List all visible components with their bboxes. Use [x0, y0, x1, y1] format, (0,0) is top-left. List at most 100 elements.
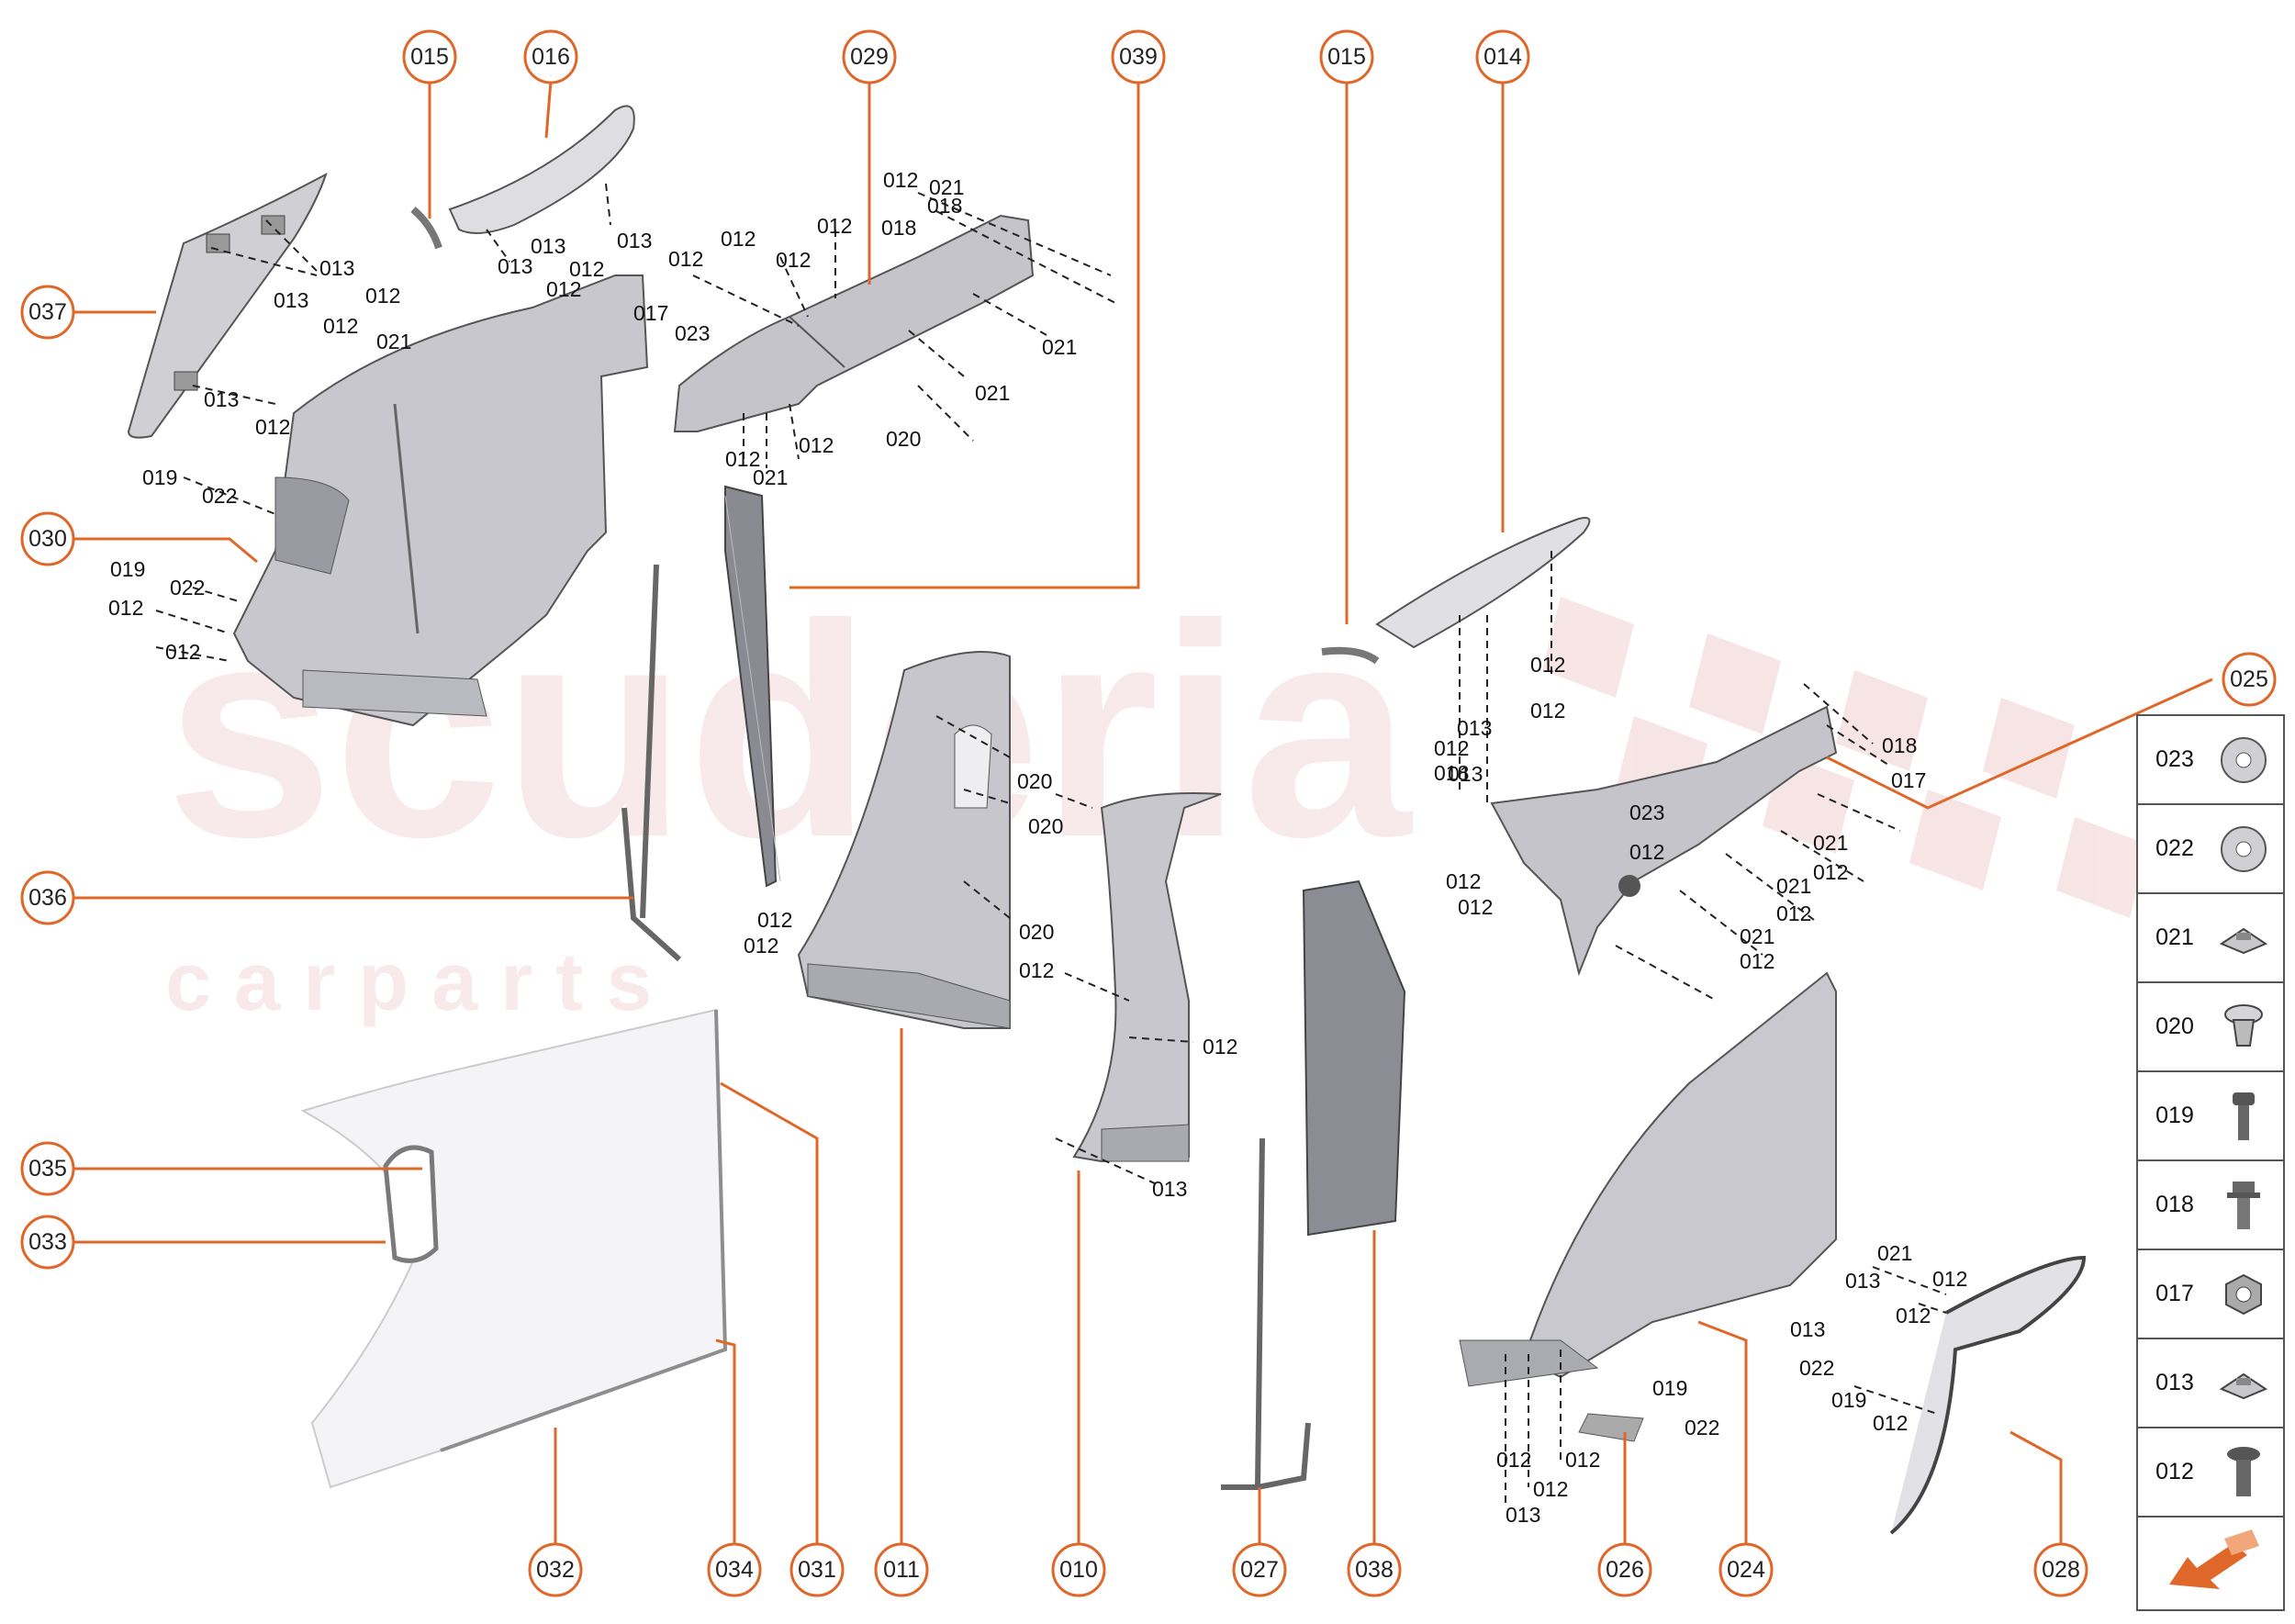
fastener-label-012: 012: [255, 415, 290, 439]
fastener-label-012: 012: [569, 257, 604, 281]
svg-text:036: 036: [28, 885, 67, 911]
svg-text:028: 028: [2042, 1557, 2080, 1583]
callout-026[interactable]: 026: [1597, 1542, 1652, 1597]
part-037-panel: [127, 172, 328, 439]
fastener-label-018: 018: [1882, 734, 1917, 757]
legend-code: 019: [2155, 1103, 2194, 1128]
callout-014[interactable]: 014: [1475, 29, 1530, 84]
fastener-label-012: 012: [1629, 840, 1664, 864]
fastener-label-022: 022: [1685, 1416, 1719, 1439]
part-016-trim: [448, 105, 635, 234]
fastener-label-012: 012: [1530, 699, 1565, 722]
svg-text:014: 014: [1483, 44, 1522, 70]
fastener-label-021: 021: [1042, 335, 1077, 359]
svg-text:016: 016: [532, 44, 570, 70]
callout-029[interactable]: 029: [842, 29, 897, 84]
fastener-label-012: 012: [721, 227, 756, 251]
callout-038[interactable]: 038: [1347, 1542, 1402, 1597]
fastener-label-012: 012: [323, 314, 358, 338]
svg-text:026: 026: [1606, 1557, 1644, 1583]
legend-code: 012: [2155, 1459, 2194, 1484]
callout-036[interactable]: 036: [20, 870, 75, 925]
back-navigation-button[interactable]: [2138, 1518, 2283, 1609]
fastener-label-013: 013: [319, 256, 354, 280]
svg-text:034: 034: [715, 1557, 754, 1583]
legend-item-022[interactable]: 022: [2138, 805, 2283, 894]
fastener-label-020: 020: [886, 427, 921, 451]
legend-item-017[interactable]: 017: [2138, 1250, 2283, 1339]
fastener-label-013: 013: [1152, 1177, 1187, 1201]
fastener-label-021: 021: [1776, 874, 1811, 898]
leader-lines: [66, 80, 2213, 1547]
fastener-label-013: 013: [1790, 1317, 1825, 1341]
fastener-label-019: 019: [1652, 1376, 1687, 1400]
legend-item-012[interactable]: 012: [2138, 1428, 2283, 1518]
fastener-label-012: 012: [1530, 653, 1565, 677]
part-024-panel: [1459, 971, 1837, 1387]
callout-015[interactable]: 015: [402, 29, 457, 84]
svg-text:029: 029: [850, 44, 889, 70]
fastener-label-023: 023: [1629, 801, 1664, 824]
fastener-label-013: 013: [1448, 762, 1483, 786]
washer-icon: [2211, 817, 2276, 881]
callout-039[interactable]: 039: [1111, 29, 1166, 84]
callout-025[interactable]: 025: [2222, 652, 2277, 707]
fastener-label-021: 021: [1877, 1241, 1912, 1265]
legend-code: 022: [2155, 835, 2194, 861]
legend-item-013[interactable]: 013: [2138, 1339, 2283, 1428]
svg-text:032: 032: [536, 1557, 575, 1583]
part-011-pillar: [797, 651, 1011, 1029]
fastener-label-021: 021: [975, 381, 1010, 405]
callout-033[interactable]: 033: [20, 1215, 75, 1270]
callout-031[interactable]: 031: [789, 1542, 845, 1597]
fastener-label-021: 021: [1740, 924, 1774, 948]
fastener-label-012: 012: [776, 248, 811, 272]
svg-text:024: 024: [1727, 1557, 1765, 1583]
fastener-label-013: 013: [1506, 1503, 1540, 1527]
callout-032[interactable]: 032: [528, 1542, 583, 1597]
fastener-label-012: 012: [757, 908, 792, 932]
fastener-label-012: 012: [1533, 1477, 1568, 1501]
legend-item-021[interactable]: 021: [2138, 894, 2283, 983]
callout-015[interactable]: 015: [1319, 29, 1374, 84]
bolt-icon: [2211, 1440, 2276, 1505]
callout-028[interactable]: 028: [2033, 1542, 2088, 1597]
callout-010[interactable]: 010: [1051, 1542, 1106, 1597]
legend-item-020[interactable]: 020: [2138, 983, 2283, 1072]
fastener-label-012: 012: [1434, 736, 1469, 760]
fastener-label-019: 019: [1831, 1388, 1866, 1412]
part-028-seal: [1889, 1255, 2087, 1535]
svg-text:027: 027: [1240, 1557, 1279, 1583]
fastener-label-012: 012: [1496, 1448, 1531, 1472]
fastener-label-012: 012: [883, 168, 918, 192]
fastener-label-012: 012: [799, 433, 834, 457]
callout-030[interactable]: 030: [20, 511, 75, 566]
callout-027[interactable]: 027: [1232, 1542, 1287, 1597]
svg-text:015: 015: [410, 44, 449, 70]
legend-code: 023: [2155, 746, 2194, 772]
callout-037[interactable]: 037: [20, 285, 75, 340]
part-031-door-panel: [300, 1008, 728, 1489]
legend-item-023[interactable]: 023: [2138, 716, 2283, 805]
washer-icon: [2211, 728, 2276, 792]
legend-item-018[interactable]: 018: [2138, 1161, 2283, 1250]
callout-034[interactable]: 034: [707, 1542, 762, 1597]
fastener-label-012: 012: [1873, 1411, 1908, 1435]
fastener-label-012: 012: [1740, 949, 1774, 973]
callout-035[interactable]: 035: [20, 1141, 75, 1196]
legend-item-019[interactable]: 019: [2138, 1072, 2283, 1161]
callout-024[interactable]: 024: [1718, 1542, 1774, 1597]
watermark-sub: c a r p a r t s: [165, 936, 652, 1028]
fastener-label-013: 013: [498, 254, 532, 278]
callout-011[interactable]: 011: [874, 1542, 929, 1597]
svg-text:011: 011: [883, 1557, 920, 1583]
fastener-label-013: 013: [1457, 716, 1492, 740]
part-010-pillar: [1072, 792, 1222, 1163]
svg-text:033: 033: [28, 1229, 67, 1255]
fastener-label-012: 012: [165, 640, 200, 664]
clip-icon: [2211, 906, 2276, 970]
callouts: 037 015 016 029 039 015 014 025 030 036 …: [20, 29, 2277, 1597]
fastener-label-020: 020: [1028, 814, 1063, 838]
callout-016[interactable]: 016: [523, 29, 578, 84]
part-038-mesh: [1302, 879, 1406, 1237]
